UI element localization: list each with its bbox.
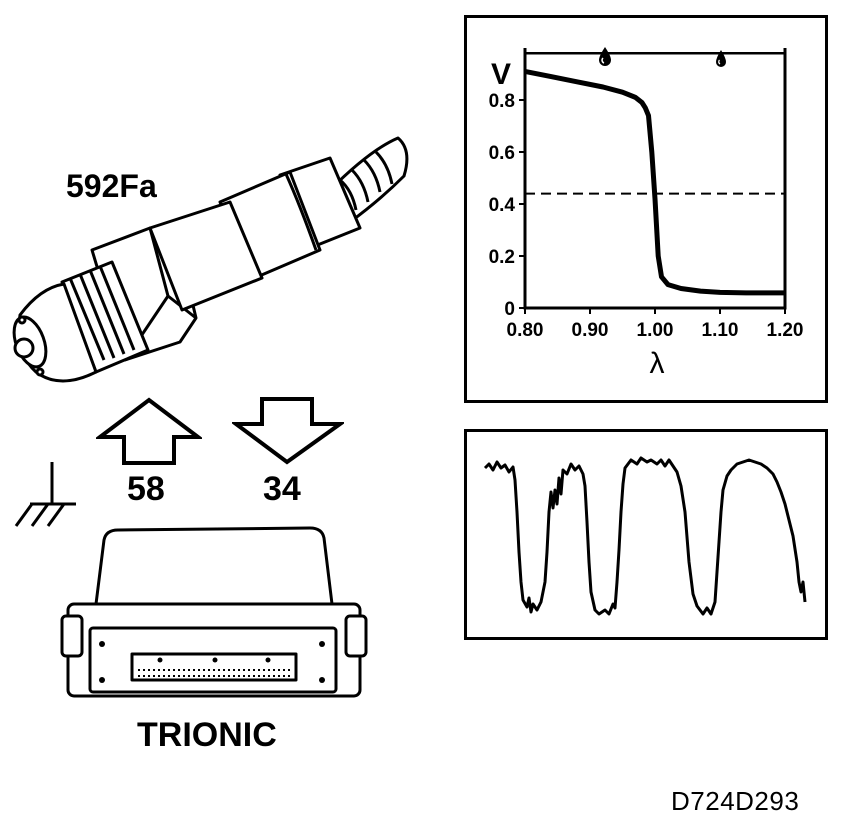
x-tick-label: 1.00 [637,320,674,341]
x-tick-label: 0.90 [572,320,609,341]
arrow-up-label: 58 [127,470,165,508]
y-axis-label: V [491,58,511,91]
diagram-id: D724D293 [671,786,800,816]
y-tick-label: 0.6 [489,143,515,164]
x-tick-label: 0.80 [507,320,544,341]
y-tick-label: 0.2 [489,247,515,268]
ground-symbol-icon [14,462,76,527]
lambda-voltage-chart-panel: 0.80 0.90 1.00 1.10 1.20 0 0.2 0.4 0.6 0.8 V λ [464,15,828,403]
arrow-up-icon [96,397,202,465]
y-tick-label: 0.8 [489,91,515,112]
x-axis-label: λ [650,347,665,380]
arrow-down-icon [232,397,344,465]
x-tick-label: 1.20 [767,320,804,341]
lambda-sensor-icon [12,136,409,383]
sensor-signal-panel [464,429,828,640]
sensor-label: 592Fa [66,168,157,204]
lambda-voltage-chart: 0.80 0.90 1.00 1.10 1.20 0 0.2 0.4 0.6 0.8 V λ [489,47,804,380]
sensor-signal-waveform [483,456,807,616]
fuel-drop-icon [716,50,726,67]
fuel-drop-icon [599,47,611,66]
voltage-curve [524,68,785,296]
ecu-label: TRIONIC [137,716,277,754]
y-tick-label: 0.4 [489,195,516,216]
control-unit-icon [60,526,368,698]
x-tick-label: 1.10 [702,320,739,341]
y-tick-label: 0 [504,299,515,320]
arrow-down-label: 34 [263,470,301,508]
